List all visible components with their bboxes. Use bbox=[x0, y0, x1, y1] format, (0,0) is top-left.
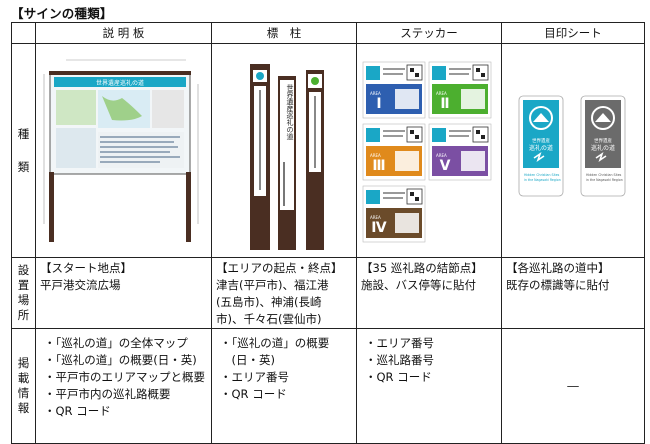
header-row: 説 明 板 標 柱 ステッカー 目印シート bbox=[11, 22, 645, 44]
info-sticker-item: ・エリア番号 bbox=[365, 336, 434, 350]
svg-text:Ⅰ: Ⅰ bbox=[376, 96, 381, 112]
svg-text:AREA: AREA bbox=[370, 91, 381, 96]
sheet-en-2: in the Nagasaki Region bbox=[524, 178, 561, 182]
board-illustration: 世界遺産巡礼の道 bbox=[43, 59, 199, 242]
row-label-char: 置 bbox=[17, 278, 30, 292]
row-label-types: 種類 bbox=[11, 43, 36, 258]
sheet-illustration: 世界遺産 巡礼の道 Hidden Christian Sites in the … bbox=[518, 95, 626, 197]
location-board: 【スタート地点】 平戸港交流広場 bbox=[35, 257, 212, 329]
row-label-char: 所 bbox=[17, 308, 30, 322]
svg-text:AREA: AREA bbox=[370, 153, 381, 158]
page-title: 【サインの種類】 bbox=[11, 6, 113, 21]
col-header-sticker: ステッカー bbox=[356, 22, 502, 44]
row-label-info-text: 掲載情報 bbox=[12, 356, 35, 416]
col-header-board: 説 明 板 bbox=[35, 22, 212, 44]
info-pillar-item: ・QR コード bbox=[220, 387, 287, 401]
sheet-jp-1: 世界遺産 bbox=[532, 137, 550, 144]
location-row: 設置場所 【スタート地点】 平戸港交流広場 【エリアの起点・終点】 津吉(平戸市… bbox=[11, 257, 645, 329]
info-row: 掲載情報 ・「巡礼の道」の全体マップ ・「巡礼の道」の概要(日・英) ・平戸市の… bbox=[11, 328, 645, 444]
svg-text:Ⅱ: Ⅱ bbox=[440, 96, 449, 112]
info-board: ・「巡礼の道」の全体マップ ・「巡礼の道」の概要(日・英) ・平戸市のエリアマッ… bbox=[35, 328, 212, 444]
svg-text:Ⅴ: Ⅴ bbox=[440, 158, 451, 174]
col-header-pillar: 標 柱 bbox=[211, 22, 357, 44]
info-board-item: ・「巡礼の道」の全体マップ bbox=[44, 336, 188, 350]
col-header-sheet: 目印シート bbox=[501, 22, 645, 44]
info-pillar: ・「巡礼の道」の概要 (日・英) ・エリア番号 ・QR コード bbox=[211, 328, 357, 444]
row-label-char: 載 bbox=[17, 371, 30, 385]
row-label-char: 場 bbox=[17, 293, 30, 307]
board-heading: 世界遺産巡礼の道 bbox=[96, 79, 144, 87]
sheet-gray-en-1: Hidden Christian Sites bbox=[586, 173, 622, 177]
info-board-item: ・「巡礼の道」の概要(日・英) bbox=[44, 353, 197, 367]
pillar-1 bbox=[250, 64, 270, 250]
row-label-char: 種 bbox=[17, 126, 30, 141]
sheet-gray-jp-1: 世界遺産 bbox=[594, 137, 612, 144]
pillar-illustration: 世界遺産巡礼の道 bbox=[250, 64, 324, 250]
location-sticker-line: 施設、バス停等に貼付 bbox=[361, 278, 476, 292]
sheet-jp-2: 巡礼の道 bbox=[529, 144, 553, 152]
location-pillar-line: 【エリアの起点・終点】 bbox=[216, 261, 343, 275]
info-sheet: ― bbox=[501, 328, 645, 444]
location-sticker: 【35 巡礼路の結節点】 施設、バス停等に貼付 bbox=[356, 257, 502, 329]
location-sheet-line: 既存の標識等に貼付 bbox=[506, 278, 610, 292]
row-label-types-text: 種類 bbox=[12, 127, 35, 175]
info-board-item: ・平戸市内の巡礼路概要 bbox=[44, 387, 171, 401]
sheet-teal: 世界遺産 巡礼の道 Hidden Christian Sites in the … bbox=[518, 95, 564, 197]
row-label-info: 掲載情報 bbox=[11, 328, 36, 444]
board-image-cell: 世界遺産巡礼の道 bbox=[35, 43, 212, 258]
pillar-image-cell: 世界遺産巡礼の道 bbox=[211, 43, 357, 258]
location-pillar-line: 津吉(平戸市)、福江港 bbox=[216, 278, 329, 292]
svg-text:Ⅳ: Ⅳ bbox=[371, 220, 387, 236]
location-sheet: 【各巡礼路の道中】 既存の標識等に貼付 bbox=[501, 257, 645, 329]
row-label-char: 類 bbox=[17, 159, 30, 174]
location-board-line: 【スタート地点】 bbox=[40, 261, 132, 275]
pillar-2: 世界遺産巡礼の道 bbox=[278, 76, 296, 250]
svg-text:AREA: AREA bbox=[436, 153, 447, 158]
row-label-char: 報 bbox=[17, 401, 30, 415]
pillar-vertical-text: 世界遺産巡礼の道 bbox=[286, 83, 294, 141]
pillar-3 bbox=[306, 70, 324, 250]
row-label-char: 掲 bbox=[17, 356, 30, 370]
info-board-item: ・QR コード bbox=[44, 404, 111, 418]
location-pillar-line: (五島市)、神浦(長崎 bbox=[216, 295, 322, 309]
info-board-item: ・平戸市のエリアマップと概要 bbox=[44, 370, 205, 384]
sheet-image-cell: 世界遺産 巡礼の道 Hidden Christian Sites in the … bbox=[501, 43, 645, 258]
svg-text:AREA: AREA bbox=[436, 91, 447, 96]
row-label-location: 設置場所 bbox=[11, 257, 36, 329]
info-pillar-item: ・エリア番号 bbox=[220, 370, 289, 384]
info-pillar-item: (日・英) bbox=[220, 353, 275, 367]
svg-text:AREA: AREA bbox=[370, 215, 381, 220]
info-sticker-item: ・巡礼路番号 bbox=[365, 353, 434, 367]
location-sheet-line: 【各巡礼路の道中】 bbox=[506, 261, 610, 275]
sign-types-table: 説 明 板 標 柱 ステッカー 目印シート 種類 世界遺産巡礼の道 bbox=[11, 22, 645, 444]
svg-text:Ⅲ: Ⅲ bbox=[372, 158, 385, 174]
location-board-line: 平戸港交流広場 bbox=[40, 278, 121, 292]
info-sticker-item: ・QR コード bbox=[365, 370, 432, 384]
sheet-gray: 世界遺産 巡礼の道 Hidden Christian Sites in the … bbox=[580, 95, 626, 197]
location-pillar-line: 市)、千々石(雲仙市) bbox=[216, 312, 322, 326]
row-label-location-text: 設置場所 bbox=[12, 263, 35, 323]
types-row: 種類 世界遺産巡礼の道 bbox=[11, 43, 645, 258]
sheet-en-1: Hidden Christian Sites bbox=[524, 173, 560, 177]
info-pillar-item: ・「巡礼の道」の概要 bbox=[220, 336, 330, 350]
corner-cell bbox=[11, 22, 36, 44]
row-label-char: 設 bbox=[17, 263, 30, 277]
info-sticker: ・エリア番号 ・巡礼路番号 ・QR コード bbox=[356, 328, 502, 444]
sheet-gray-en-2: in the Nagasaki Region bbox=[586, 178, 623, 182]
location-sticker-line: 【35 巡礼路の結節点】 bbox=[361, 261, 483, 275]
location-pillar: 【エリアの起点・終点】 津吉(平戸市)、福江港 (五島市)、神浦(長崎 市)、千… bbox=[211, 257, 357, 329]
row-label-char: 情 bbox=[17, 386, 30, 400]
sheet-gray-jp-2: 巡礼の道 bbox=[591, 144, 615, 152]
